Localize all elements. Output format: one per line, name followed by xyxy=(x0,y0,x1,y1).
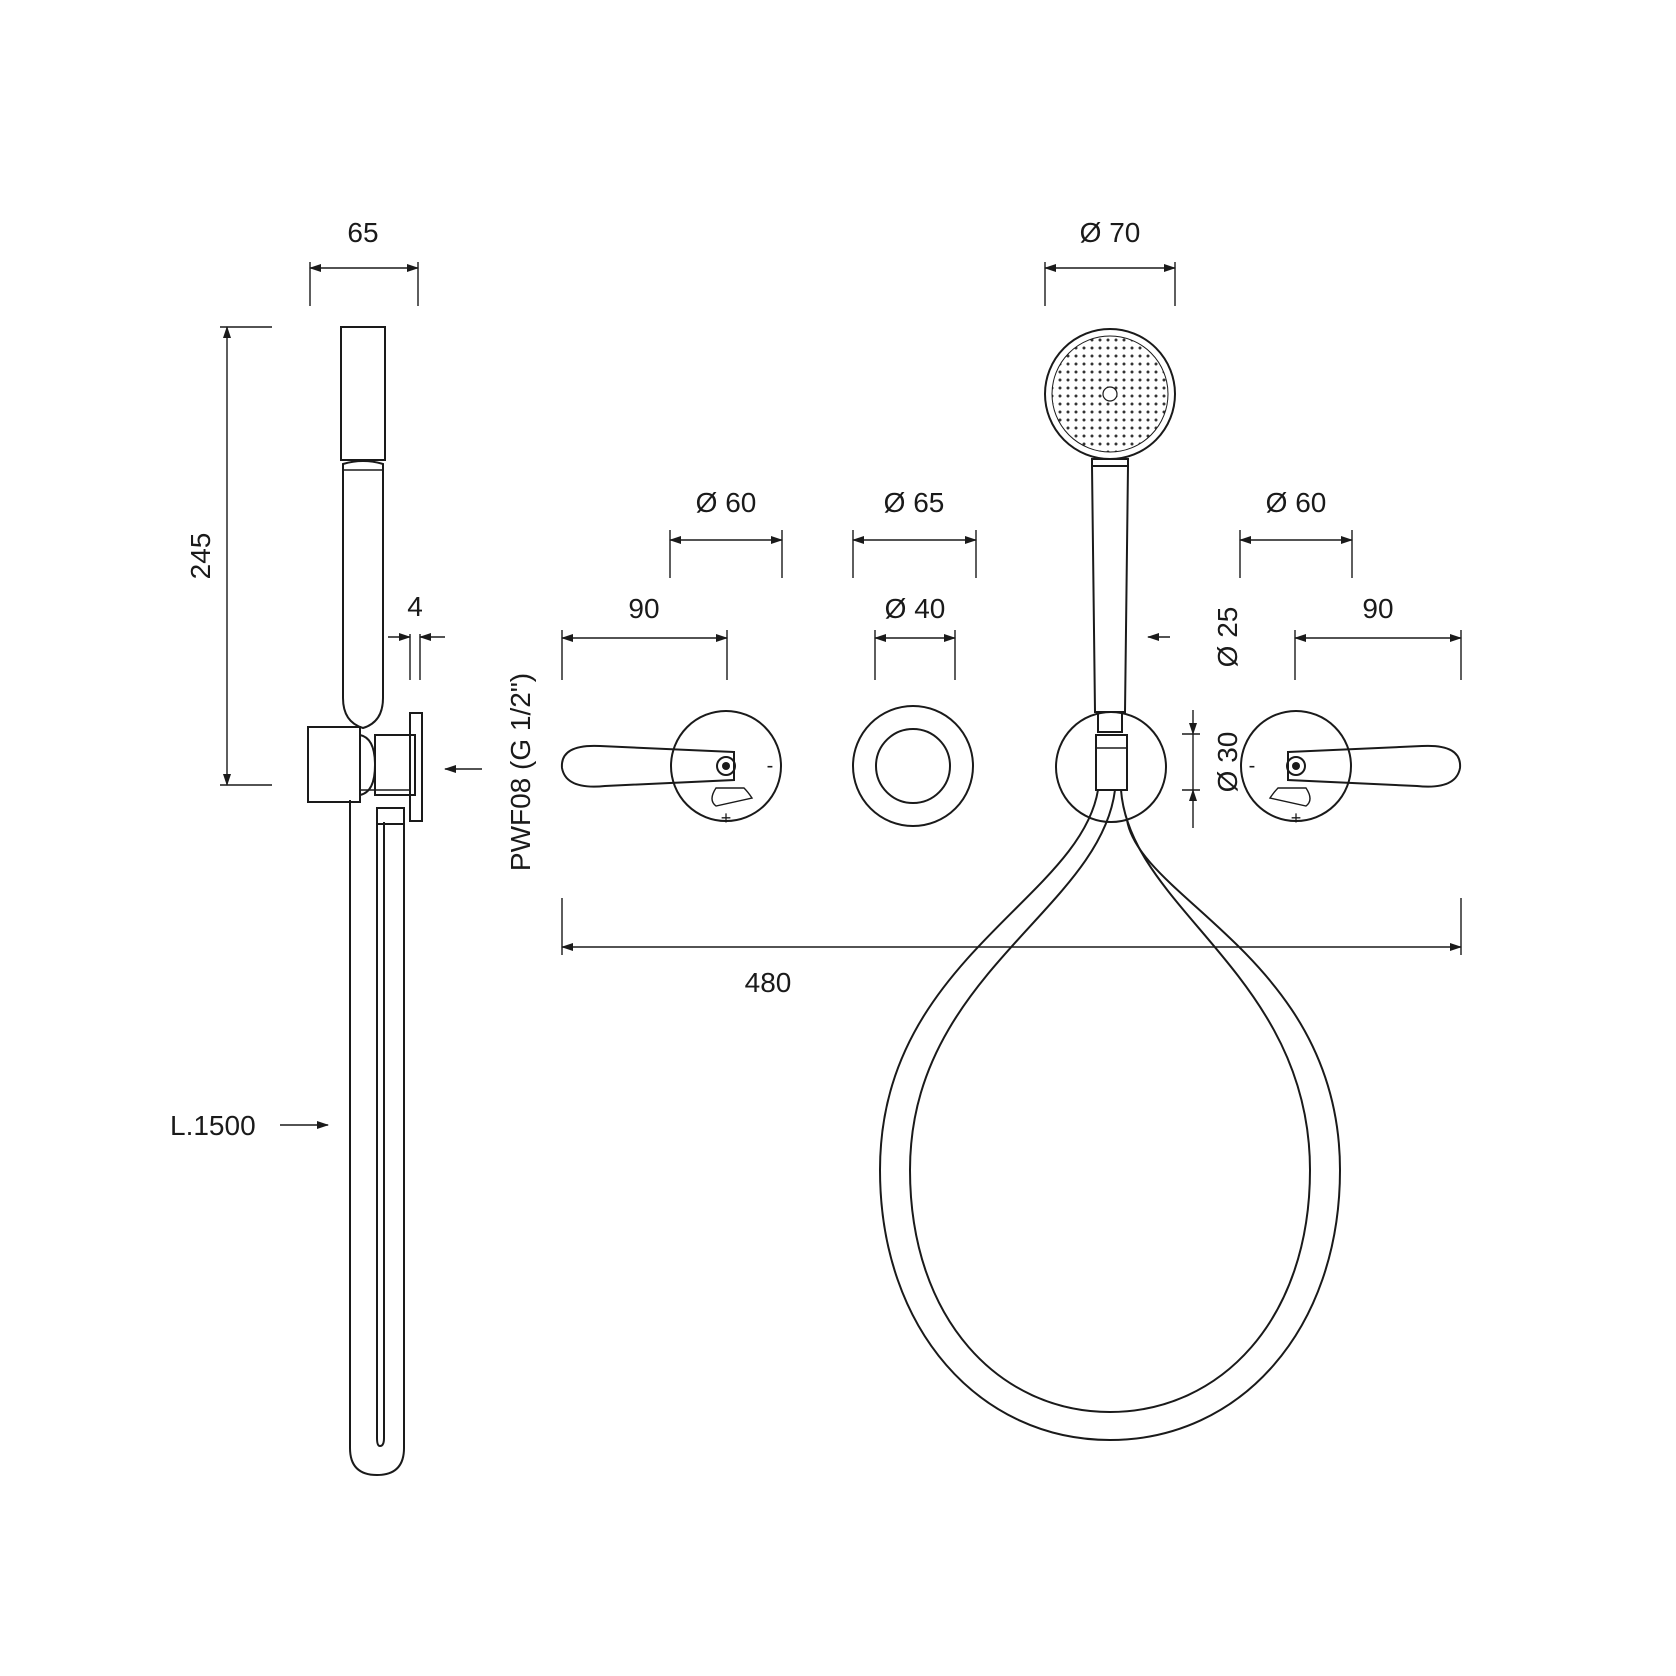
front-view: Ø 70 Ø 25 xyxy=(505,217,1462,1442)
hose-loop-front xyxy=(878,789,1342,1442)
overall-width-dimension: 480 xyxy=(561,898,1462,998)
handshower-head xyxy=(1044,328,1176,460)
wall-holder-side xyxy=(307,712,423,822)
shaft-diameter-label: Ø 25 xyxy=(1212,607,1243,668)
left-mixer-length-dimension: 90 xyxy=(561,593,728,680)
left-mixer-plus-sign: + xyxy=(721,808,732,828)
handshower-head-dimension: Ø 70 xyxy=(1044,217,1176,306)
left-mixer-diameter-label: Ø 60 xyxy=(696,487,757,518)
side-width-label: 65 xyxy=(347,217,378,248)
offset-dimension: 4 xyxy=(388,591,445,680)
handshower-head-label: Ø 70 xyxy=(1080,217,1141,248)
center-outer-diameter-label: Ø 65 xyxy=(884,487,945,518)
holder-diameter-label: Ø 30 xyxy=(1212,732,1243,793)
side-width-dimension: 65 xyxy=(309,217,419,306)
side-view: 65 245 4 xyxy=(170,217,482,1477)
handshower-handle-front xyxy=(1091,458,1129,733)
side-height-label: 245 xyxy=(185,533,216,580)
right-mixer-plus-sign: + xyxy=(1291,808,1302,828)
right-mixer-diameter-dimension: Ø 60 xyxy=(1239,487,1353,578)
connection-label: PWF08 (G 1/2") xyxy=(505,673,536,871)
hose-length-callout: L.1500 xyxy=(170,1110,329,1141)
handshower-side-profile xyxy=(340,326,386,730)
left-mixer-minus-sign: - xyxy=(767,755,774,777)
right-mixer-length-dimension: 90 xyxy=(1294,593,1462,680)
holder-diameter-dimension: Ø 30 xyxy=(1182,710,1243,828)
right-mixer-length-label: 90 xyxy=(1362,593,1393,624)
right-mixer: - + xyxy=(1240,710,1462,828)
left-mixer-length-label: 90 xyxy=(628,593,659,624)
center-inner-diameter-dimension: Ø 40 xyxy=(874,593,956,680)
right-mixer-minus-sign: - xyxy=(1249,755,1256,777)
overall-width-label: 480 xyxy=(745,967,792,998)
left-mixer-diameter-dimension: Ø 60 xyxy=(669,487,783,578)
left-mixer: - + xyxy=(560,710,782,828)
right-mixer-diameter-label: Ø 60 xyxy=(1266,487,1327,518)
side-height-dimension: 245 xyxy=(185,326,272,786)
center-outer-diameter-dimension: Ø 65 xyxy=(852,487,977,578)
shaft-diameter-callout: Ø 25 xyxy=(1147,607,1243,668)
hose-length-label: L.1500 xyxy=(170,1110,256,1141)
offset-label: 4 xyxy=(407,591,423,622)
hose-side-profile xyxy=(349,800,405,1477)
center-inner-diameter-label: Ø 40 xyxy=(885,593,946,624)
wall-holder-front xyxy=(1055,711,1167,823)
center-diverter xyxy=(852,705,974,827)
